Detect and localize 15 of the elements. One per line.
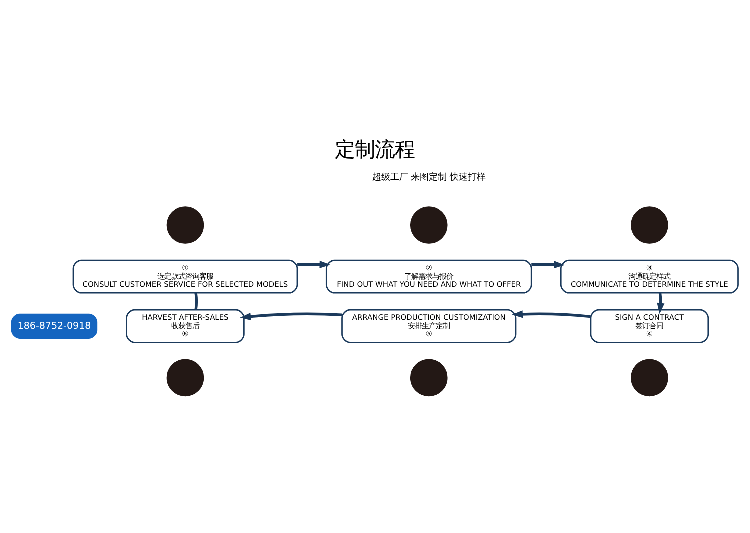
arrow	[298, 260, 331, 268]
arrow	[657, 292, 665, 314]
label: 186-8752-0918	[18, 320, 92, 332]
connector	[194, 292, 198, 310]
arrow	[532, 260, 566, 268]
label: 超级工厂 来图定制 快速打样	[372, 172, 486, 183]
node-circle	[166, 206, 204, 244]
arrow	[240, 312, 342, 320]
node-circle	[631, 358, 668, 396]
node-circle	[166, 358, 204, 396]
diagram-title: 定制流程	[335, 137, 415, 162]
node-circle	[631, 206, 668, 244]
arrow	[512, 310, 591, 318]
node-circle	[410, 206, 448, 244]
node-circle	[410, 358, 448, 396]
